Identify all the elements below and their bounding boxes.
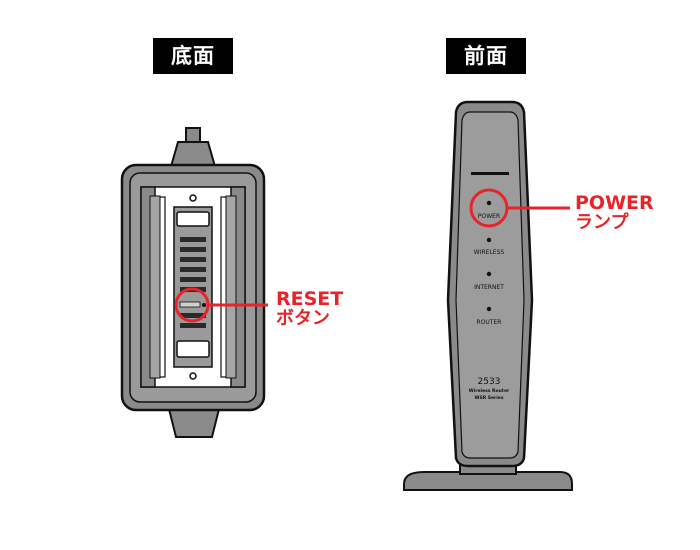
vent-slot [180,313,206,318]
reset-button-hole [202,303,206,307]
internet-led [486,271,492,277]
model-line-2: WSR Series [474,395,503,401]
wireless-led [486,237,492,243]
reset-callout-subtitle: ボタン [276,308,330,329]
router-bottom-view [120,127,268,438]
vent-slot [180,257,206,262]
power-callout-title: POWER [575,192,654,214]
vent-slot [180,267,206,272]
bottom-screw-hole [189,372,197,380]
reset-label-plate [179,301,201,308]
wireless-led-label: WIRELESS [474,249,505,256]
vent-slot [180,237,206,242]
power-lamp-callout: POWER ランプ [575,193,654,233]
left-mid-rail [149,195,161,379]
top-tab [185,127,201,143]
model-line-1: Wireless Router [469,388,510,394]
internet-led-label: INTERNET [474,284,504,291]
bottom-view-heading: 底面 [153,38,233,74]
top-screw-hole [189,194,197,202]
front-view-heading: 前面 [446,38,526,74]
model-number: 2533 [478,377,501,387]
right-mid-rail [225,195,237,379]
stand-base [403,471,573,491]
reset-callout-title: RESET [276,288,344,310]
vent-slot [180,277,206,282]
top-indicator-bar [471,172,509,175]
router-led [486,306,492,312]
reset-button-callout: RESET ボタン [276,289,343,329]
bottom-slot [176,340,210,358]
power-led-label: POWER [478,213,500,220]
router-front-view: POWER WIRELESS INTERNET ROUTER 2533 Wire… [403,100,573,491]
router-led-label: ROUTER [477,319,502,326]
vent-slot [180,323,206,328]
top-slot [176,211,210,227]
power-led [486,200,492,206]
vent-slot [180,247,206,252]
power-callout-subtitle: ランプ [575,212,629,233]
